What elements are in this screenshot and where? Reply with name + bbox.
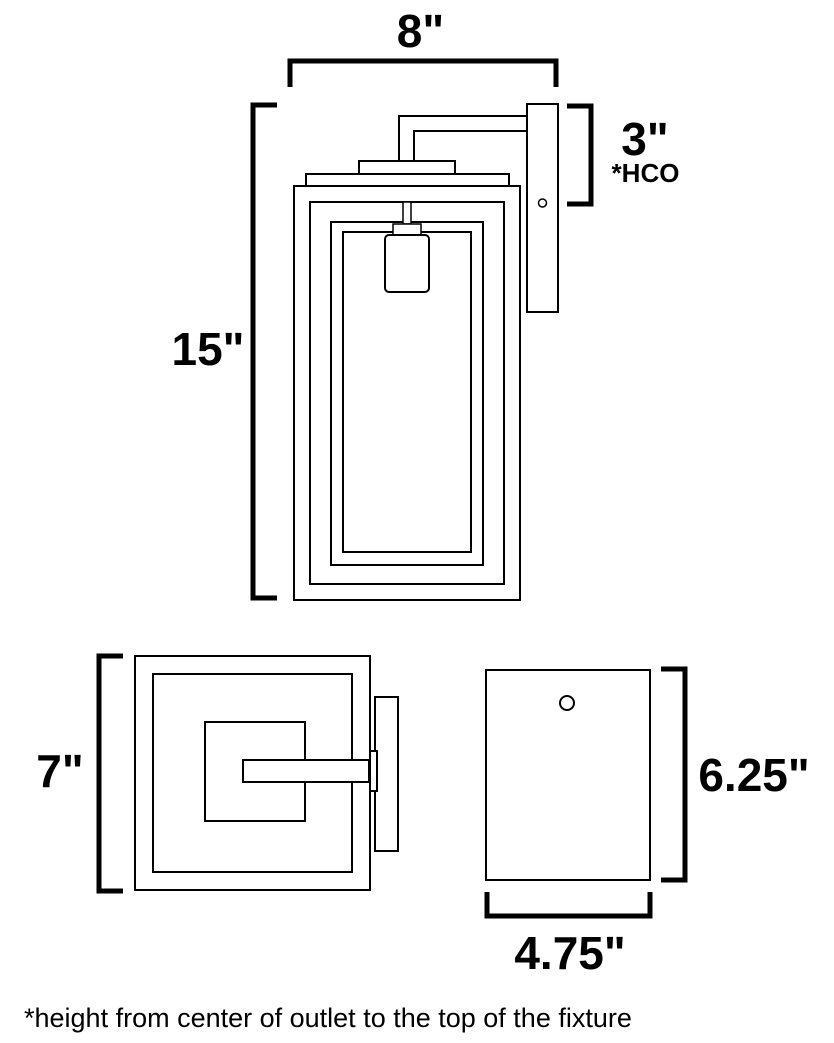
outlet-hole-icon [537,198,548,208]
top-view [134,655,399,891]
bracket-width-8 [287,58,559,87]
bracket-height-15 [250,102,277,601]
backplate-view [485,669,651,881]
dimension-label-width-front: 8" [396,5,445,57]
bracket-backplate-height-625 [661,666,688,883]
dimension-label-depth-top: 7" [36,745,84,797]
bulb-icon [384,234,430,293]
dimension-label-height-front: 15" [171,323,245,375]
wall-plate [526,103,559,313]
hco-note-label: *HCO [611,158,680,188]
bracket-depth-7 [96,653,123,894]
dimension-label-backplate-width: 4.75" [514,927,626,979]
backplate-outline [485,669,651,881]
dimension-label-backplate-height: 6.25" [698,749,810,801]
top-view-plate [374,696,399,852]
top-view-arm-front [242,759,370,783]
mounting-arm [398,115,527,162]
bulb-socket [392,223,422,236]
bracket-hco-3 [567,103,594,207]
dimension-label-hco: 3" [621,113,669,165]
bulb-stem [402,201,412,225]
lantern-top-cap-wide [305,173,510,187]
hco-footnote: *height from center of outlet to the top… [24,1003,632,1033]
dimension-brackets [96,58,688,919]
front-view [293,103,559,601]
lantern-top-cap-small [358,160,456,175]
backplate-hole-icon [559,695,575,711]
bracket-backplate-width-475 [484,892,653,919]
